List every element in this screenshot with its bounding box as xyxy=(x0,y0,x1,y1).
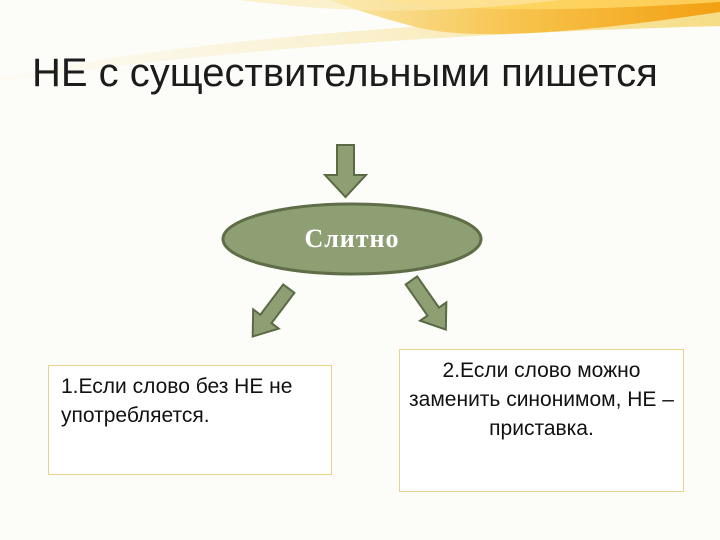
center-node-label: Слитно xyxy=(304,224,400,253)
center-node-shape xyxy=(221,202,483,276)
arrow-down-left-icon xyxy=(251,282,296,338)
arrow-down-right-icon xyxy=(404,275,448,331)
rule-box-1: 1.Если слово без НЕ не употребляется. xyxy=(48,365,332,475)
rule-box-2: 2.Если слово можно заменить синонимом, Н… xyxy=(399,349,684,492)
header-swoosh-decoration xyxy=(0,0,720,80)
arrow-down-icon xyxy=(322,144,369,199)
slide-title: НЕ с существительными пишется xyxy=(32,51,658,95)
